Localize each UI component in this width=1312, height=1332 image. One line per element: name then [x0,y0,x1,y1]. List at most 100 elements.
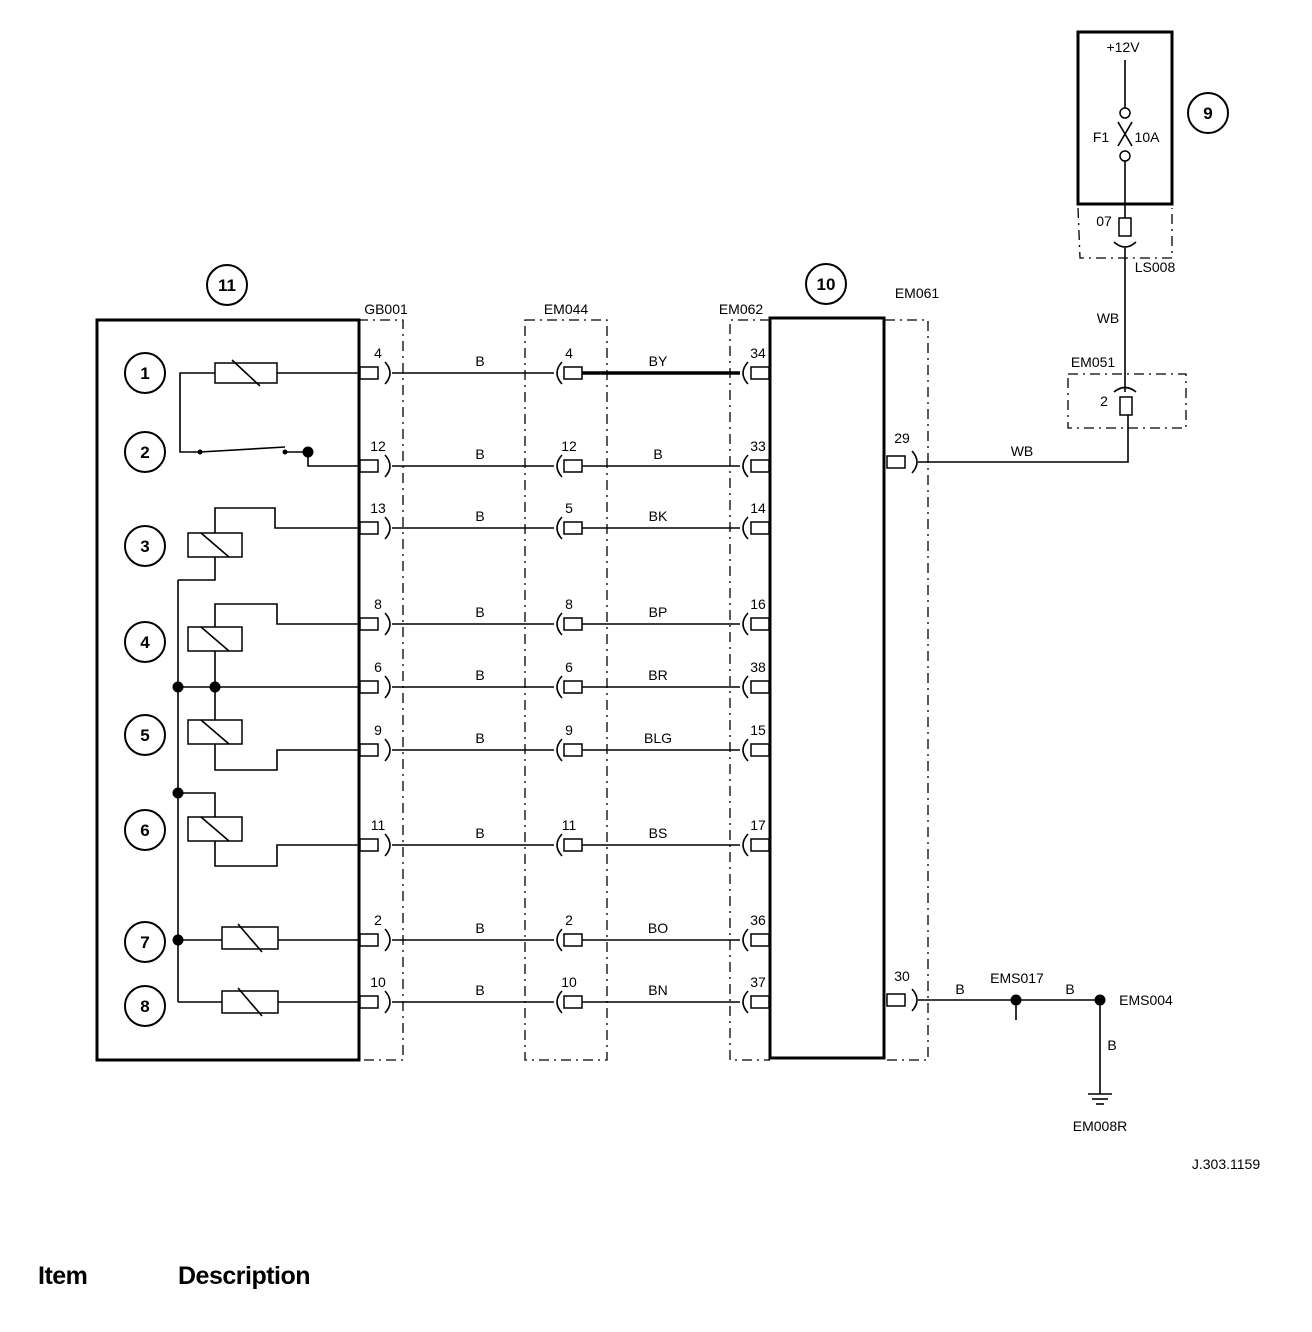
gb001-label: GB001 [364,301,408,317]
wire-color-em044-em062: BO [648,920,668,936]
em051-label: EM051 [1071,354,1116,370]
fuse-top-terminal [1119,107,1131,119]
ecu-socket-29 [911,450,918,474]
gb001-socket [384,928,391,952]
resistor-8-slash [237,987,263,1017]
fuse-link-b [1117,121,1133,147]
em044-socket [556,990,563,1014]
em044-pin-number: 12 [561,438,577,454]
em062-pin-number: 37 [750,974,766,990]
em044-pin-number: 8 [565,596,573,612]
em051-socket [1113,386,1137,393]
em044-pin [563,459,583,473]
em044-socket [556,612,563,636]
em062-socket [742,675,749,699]
coil6-upper-wire [178,792,216,817]
coil3-lower-wire [178,557,216,581]
item-4-number: 4 [140,633,150,652]
gb001-pin-number: 9 [374,722,382,738]
ems017-label: EMS017 [990,970,1044,986]
em044-pin [563,521,583,535]
item-5-number: 5 [140,726,149,745]
em062-socket [742,454,749,478]
wire-color-em044-em062: B [653,446,662,462]
fuse-bottom-terminal [1119,150,1131,162]
wire-color-gb-em044: B [475,508,484,524]
wire-color-gb-em044: B [475,446,484,462]
item-11-number: 11 [218,276,236,295]
em062-pin [750,838,770,852]
item-9-number: 9 [1203,104,1212,123]
ecu-socket-30 [911,988,918,1012]
switch-pivot [197,449,203,455]
item-6-number: 6 [140,821,149,840]
wb-wire-color-horizontal: WB [1011,443,1034,459]
gb001-pin [359,743,379,757]
gb001-pin-number: 10 [370,974,386,990]
em044-pin [563,366,583,380]
item-4-callout [124,621,166,663]
em062-socket [742,833,749,857]
em062-pin-number: 36 [750,912,766,928]
em062-pin-number: 33 [750,438,766,454]
wire-color-gb-em044: B [475,825,484,841]
em062-pin [750,521,770,535]
em062-pin [750,366,770,380]
em044-socket [556,516,563,540]
em062-pin-number: 14 [750,500,766,516]
fuse-rating: 10A [1135,129,1161,145]
item-1-number: 1 [140,364,149,383]
ls008-socket [1113,241,1137,248]
wire-color-em044-em062: BP [649,604,668,620]
em062-pin-number: 15 [750,722,766,738]
gb001-socket [384,833,391,857]
ecu-pin-29-number: 29 [894,430,910,446]
item-3-number: 3 [140,537,149,556]
em044-pin-number: 6 [565,659,573,675]
item-10-number: 10 [817,275,836,294]
wire-color-em044-em062: BK [649,508,668,524]
ls008-pin-number: 07 [1096,213,1112,229]
em044-pin [563,680,583,694]
item-11-callout [206,264,248,306]
gb001-socket [384,738,391,762]
supply-voltage-label: +12V [1106,39,1140,55]
em051-boundary [1067,373,1187,429]
wire-color-em044-em062: BN [648,982,667,998]
gb001-pin [359,995,379,1009]
item-7-callout [124,921,166,963]
em061-boundary [885,319,929,1061]
em062-socket [742,516,749,540]
coil-4-slash [200,626,230,652]
em044-socket [556,454,563,478]
coil3-upper-wire [214,507,358,533]
em044-socket [556,833,563,857]
em044-socket [556,361,563,385]
em044-socket [556,928,563,952]
em062-socket [742,738,749,762]
em044-socket [556,738,563,762]
em044-pin [563,995,583,1009]
coil-3-slash [200,532,230,558]
wire-color-gb-em044: B [475,667,484,683]
em051-pin [1119,396,1133,416]
gb001-pin-number: 12 [370,438,386,454]
em062-pin [750,617,770,631]
gb001-boundary [358,319,404,1061]
item-10-callout [805,263,847,305]
wire-color-em044-em062: BR [648,667,667,683]
item-8-callout [124,985,166,1027]
gb001-pin-number: 2 [374,912,382,928]
ground-wire-color-1: B [955,981,964,997]
em062-boundary [729,319,770,1061]
sensor-slash [231,359,261,387]
ls008-label: LS008 [1135,259,1176,275]
item-2-callout [124,431,166,473]
item-5-callout [124,714,166,756]
